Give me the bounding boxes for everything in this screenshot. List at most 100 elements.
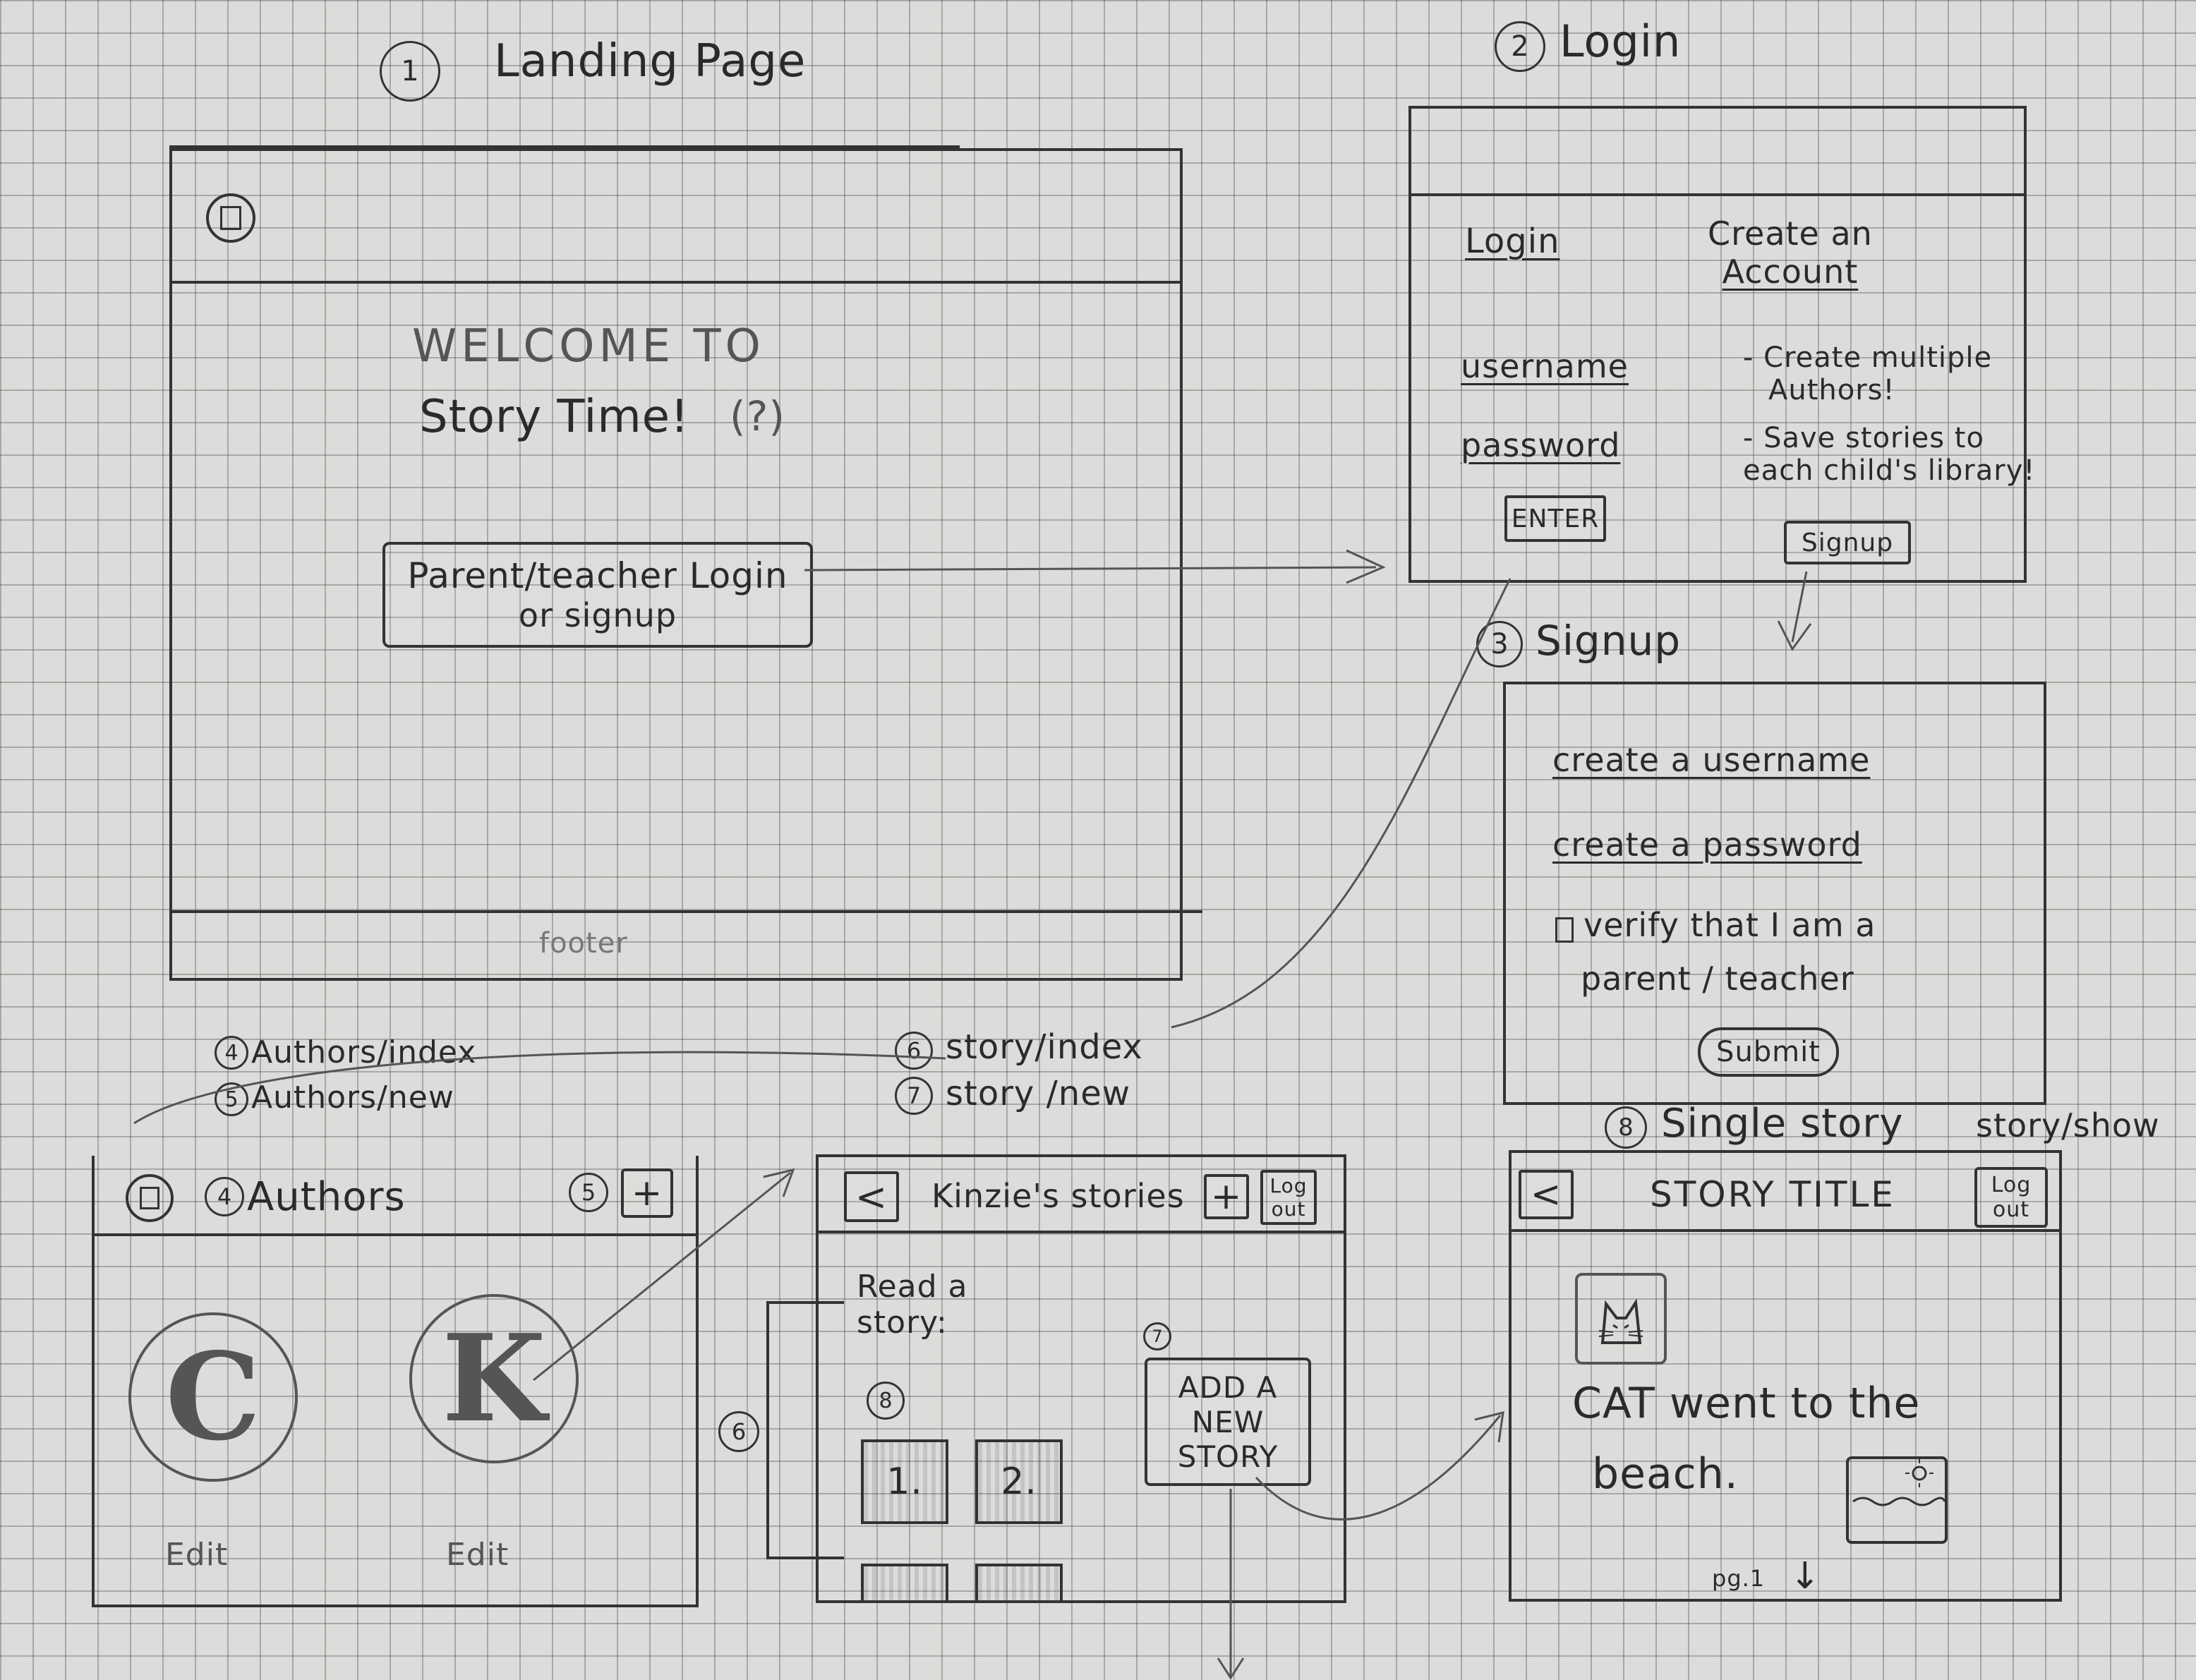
authors-title: Authors	[247, 1174, 406, 1220]
stories-add-button[interactable]: +	[1204, 1174, 1249, 1219]
landing-section-title: Landing Page	[494, 35, 807, 87]
verify-label-line1: verify that I am a	[1583, 906, 1876, 944]
stories-bracket-line	[766, 1301, 769, 1559]
login-section-title: Login	[1559, 16, 1682, 67]
arrow-author-k-to-stories-head	[763, 1168, 795, 1197]
landing-footer: footer	[539, 927, 628, 960]
arrow-add-story-to-single-head	[1474, 1411, 1504, 1443]
single-story-back-button[interactable]: <	[1519, 1170, 1574, 1219]
stories-back-button[interactable]: <	[844, 1171, 899, 1222]
login-number-badge: 2	[1495, 21, 1545, 72]
verify-checkbox[interactable]	[1555, 917, 1574, 943]
submit-button[interactable]: Submit	[1698, 1027, 1839, 1077]
add-new-line3: STORY	[1177, 1439, 1279, 1474]
logout-line1: Log	[1269, 1174, 1308, 1197]
edit-author-k-link[interactable]: Edit	[446, 1537, 509, 1573]
single-story-logout-button[interactable]: Log out	[1974, 1167, 2048, 1228]
author-avatar-c[interactable]: C	[128, 1312, 298, 1482]
landing-number-badge: 1	[380, 41, 440, 102]
author-avatar-k[interactable]: K	[409, 1294, 579, 1463]
single-story-header-divider	[1512, 1229, 2059, 1232]
story-text-line1: CAT went to the	[1572, 1379, 1921, 1428]
beach-sun-icon	[1852, 1459, 1946, 1506]
landing-welcome-line1: WELCOME TO	[412, 320, 765, 373]
read-a-story-label: Read a story:	[857, 1269, 968, 1341]
landing-help-icon[interactable]: (?)	[730, 392, 786, 440]
benefit2-line2: each child's library!	[1743, 454, 2036, 487]
create-password-field[interactable]: create a password	[1552, 826, 1862, 864]
landing-logo[interactable]	[206, 193, 255, 243]
single-story-number-badge: 8	[1605, 1106, 1647, 1149]
authors-logo[interactable]	[126, 1174, 174, 1222]
authors-number-badge: 4	[205, 1177, 244, 1216]
story-tile-1-label: 1.	[886, 1461, 923, 1503]
next-page-arrow-icon[interactable]: ↓	[1790, 1555, 1821, 1597]
tab-create-account[interactable]: Create an Account	[1708, 214, 1873, 291]
stories-logout-button[interactable]: Log out	[1260, 1170, 1317, 1225]
single-logout-line1: Log	[1991, 1173, 2032, 1197]
story-text-line2: beach.	[1592, 1449, 1739, 1499]
signup-button-label: Signup	[1801, 528, 1894, 557]
login-button-line2: or signup	[518, 596, 677, 634]
parent-teacher-login-button[interactable]: Parent/teacher Login or signup	[382, 542, 813, 648]
single-story-title: STORY TITLE	[1650, 1174, 1895, 1215]
read-line2: story:	[857, 1305, 948, 1341]
single-story-section-title: Single story	[1661, 1101, 1904, 1147]
add-new-line2: NEW	[1191, 1404, 1265, 1439]
landing-footer-divider	[172, 910, 1202, 913]
benefit1-line1: - Create multiple	[1743, 342, 1993, 374]
route-story-index: story/index	[946, 1027, 1143, 1067]
read-number-badge: 8	[867, 1382, 905, 1420]
arrow-authors-to-landing	[133, 1051, 946, 1125]
landing-welcome-line2: Story Time!	[419, 391, 689, 443]
edit-author-c-link[interactable]: Edit	[165, 1537, 229, 1573]
add-new-line1: ADD A	[1178, 1370, 1278, 1405]
story-tile-4[interactable]	[975, 1564, 1063, 1603]
username-field[interactable]: username	[1461, 347, 1629, 385]
tab-create-line2: Account	[1722, 253, 1859, 291]
single-story-back-arrow-icon: <	[1530, 1173, 1562, 1216]
add-author-plus-icon: +	[631, 1172, 663, 1214]
author-c-letter: C	[165, 1327, 261, 1468]
story-tile-1[interactable]: 1.	[861, 1439, 948, 1524]
tab-login[interactable]: Login	[1465, 222, 1560, 261]
landing-header-divider	[172, 281, 1180, 284]
authors-screen-frame: 4 Authors 5 + C K Edit Edit	[92, 1156, 699, 1607]
back-arrow-icon: <	[855, 1174, 888, 1219]
story-tile-2[interactable]: 2.	[975, 1439, 1063, 1524]
landing-browser-frame: WELCOME TO Story Time! (?) Parent/teache…	[169, 148, 1202, 981]
add-new-number-badge: 7	[1143, 1322, 1171, 1350]
arrow-login-to-signup-head	[1777, 620, 1812, 651]
add-new-story-button[interactable]: ADD A NEW STORY	[1145, 1358, 1311, 1486]
author-k-letter: K	[442, 1308, 546, 1449]
arrow-stories-to-login	[1171, 578, 1512, 1029]
logo-book-icon	[220, 206, 241, 230]
signup-section-title: Signup	[1536, 617, 1682, 665]
benefit-save-stories: - Save stories to each child's library!	[1743, 422, 2035, 487]
cat-icon	[1598, 1298, 1643, 1344]
stories-header-divider	[819, 1231, 1344, 1233]
route-authors-new: Authors/new	[251, 1080, 454, 1116]
login-button-line1: Parent/teacher Login	[407, 555, 788, 596]
authors-header-divider	[95, 1233, 696, 1236]
password-field[interactable]: password	[1461, 426, 1621, 464]
stories-title: Kinzie's stories	[931, 1177, 1185, 1215]
logout-line2: out	[1271, 1197, 1306, 1221]
arrow-author-k-to-stories	[533, 1171, 791, 1382]
stories-bracket-bottom	[766, 1557, 844, 1559]
single-story-screen-frame: < STORY TITLE Log out CAT went to the be…	[1509, 1150, 2062, 1602]
stories-add-plus-icon: +	[1210, 1176, 1243, 1218]
story-tile-3[interactable]	[861, 1564, 948, 1603]
create-username-field[interactable]: create a username	[1552, 741, 1871, 779]
arrow-landing-to-login-head	[1346, 549, 1386, 584]
add-author-button[interactable]: +	[621, 1168, 673, 1218]
enter-button[interactable]: ENTER	[1504, 495, 1606, 542]
read-line1: Read a	[857, 1269, 968, 1305]
route-authors-index-badge: 4	[215, 1036, 248, 1070]
signup-button[interactable]: Signup	[1784, 521, 1911, 564]
route-story-new-badge: 7	[895, 1077, 933, 1115]
signup-form-frame: create a username create a password veri…	[1503, 682, 2046, 1105]
authors-logo-book-icon	[140, 1187, 159, 1209]
cat-illustration	[1575, 1273, 1667, 1365]
